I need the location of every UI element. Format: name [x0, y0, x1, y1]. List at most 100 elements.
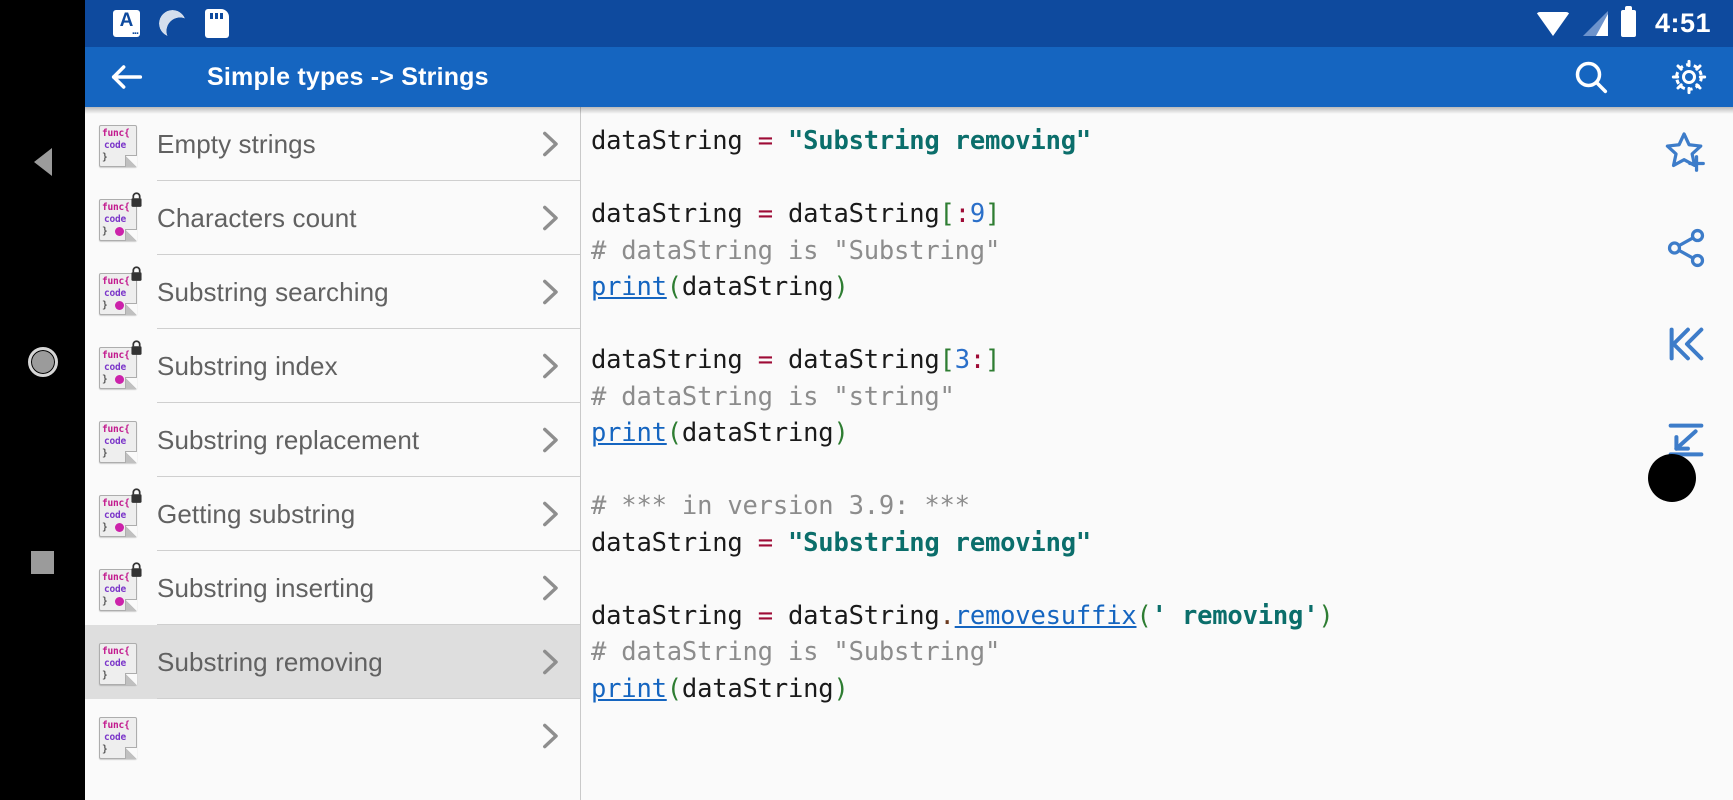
unlocked-dot-icon — [115, 375, 124, 384]
list-item-label: Substring index — [157, 350, 338, 381]
status-bar-left-icons: A — [113, 9, 229, 42]
list-item[interactable]: func{code}Substring inserting — [85, 551, 580, 625]
chevron-right-icon[interactable] — [532, 423, 566, 457]
code-block: dataString = "Substring removing" dataSt… — [591, 123, 1733, 707]
list-item-label: Substring searching — [157, 276, 389, 307]
list-separator — [157, 328, 580, 329]
code-token-str: "Substring removing" — [788, 527, 1092, 558]
android-navigation-bar — [0, 0, 85, 800]
sync-icon — [159, 10, 186, 37]
code-snippet-icon: func{code} — [99, 121, 139, 167]
code-token-fn[interactable]: print — [591, 673, 667, 704]
lock-icon — [131, 192, 142, 207]
list-item[interactable]: func{code} Substring removing — [85, 625, 580, 699]
wifi-icon — [1535, 11, 1570, 36]
chevron-right-icon[interactable] — [532, 719, 566, 753]
code-token-op: : — [969, 345, 985, 375]
app-bar: Simple types -> Strings — [85, 47, 1733, 107]
code-snippet-icon: func{code} — [99, 639, 139, 685]
keyboard-input-icon: A — [113, 10, 140, 42]
code-token-brk: ) — [1318, 600, 1334, 631]
code-token-op: : — [954, 199, 970, 229]
unlocked-dot-icon — [115, 523, 124, 532]
nav-back-button[interactable] — [0, 132, 85, 192]
nav-recents-button[interactable] — [0, 532, 85, 592]
code-token-plain: dataString — [681, 418, 834, 448]
status-bar-clock: 4:51 — [1654, 8, 1711, 38]
code-token-plain: dataString — [772, 199, 940, 229]
code-token-plain: dataString — [591, 126, 758, 156]
phone-screen: A 4:51 Simple types -> Strings — [85, 0, 1733, 800]
list-separator — [157, 402, 580, 403]
list-item[interactable]: func{code}Characters count — [85, 181, 580, 255]
code-token-plain — [773, 126, 788, 156]
list-separator — [157, 624, 580, 625]
code-token-op: = — [757, 126, 773, 156]
action-rail — [1639, 107, 1733, 800]
list-item[interactable]: func{code}Getting substring — [85, 477, 580, 551]
list-item[interactable]: func{code}Substring replacement — [85, 403, 580, 477]
code-token-num: 3 — [954, 345, 970, 375]
code-token-cmt: # *** in version 3.9: *** — [591, 491, 970, 521]
list-item[interactable]: func{code}Empty strings — [85, 107, 580, 181]
code-token-dot: . — [939, 600, 955, 631]
skip-to-start-icon[interactable] — [1663, 321, 1709, 367]
gear-icon[interactable] — [1669, 57, 1709, 97]
chevron-right-icon[interactable] — [532, 497, 566, 531]
chevron-right-icon[interactable] — [532, 349, 566, 383]
code-token-brk: ] — [985, 345, 1001, 375]
code-token-op: = — [757, 199, 773, 229]
sd-card-icon — [205, 9, 229, 38]
code-snippet-icon: func{code} — [99, 562, 142, 611]
code-token-brk: ) — [833, 272, 849, 302]
lock-icon — [131, 488, 142, 503]
code-token-op: = — [757, 345, 773, 375]
code-token-plain: dataString — [772, 600, 940, 631]
code-viewer[interactable]: dataString = "Substring removing" dataSt… — [581, 107, 1733, 800]
code-token-brk: ( — [666, 673, 682, 704]
app-bar-actions — [1571, 57, 1709, 97]
nav-home-button[interactable] — [0, 332, 85, 392]
back-triangle-icon — [33, 148, 52, 176]
code-token-brk: ] — [985, 199, 1001, 229]
list-item-label: Substring removing — [157, 646, 383, 677]
code-token-fn[interactable]: print — [591, 418, 667, 448]
unlocked-dot-icon — [115, 301, 124, 310]
code-snippet-icon: func{code} — [99, 192, 142, 241]
page-title: Simple types -> Strings — [207, 62, 489, 91]
code-token-fn[interactable]: removesuffix — [954, 600, 1137, 631]
code-token-num: 9 — [969, 199, 985, 229]
lock-icon — [131, 266, 142, 281]
code-snippet-icon: func{code} — [99, 713, 139, 759]
code-token-brk: ( — [1136, 600, 1152, 631]
chevron-right-icon[interactable] — [532, 201, 566, 235]
status-bar-right-icons: 4:51 — [1535, 6, 1711, 39]
code-token-str: ' removing' — [1151, 600, 1319, 631]
chevron-right-icon[interactable] — [532, 645, 566, 679]
code-token-brk: ) — [833, 673, 849, 704]
code-snippet-icon: func{code} — [99, 340, 142, 389]
code-token-fn[interactable]: print — [591, 272, 667, 302]
unlocked-dot-icon — [115, 227, 124, 236]
list-separator — [157, 254, 580, 255]
chevron-right-icon[interactable] — [532, 127, 566, 161]
chevron-right-icon[interactable] — [532, 571, 566, 605]
code-token-str: "Substring removing" — [788, 126, 1092, 156]
code-token-plain: dataString — [681, 673, 834, 704]
code-snippet-icon: func{code} — [99, 488, 142, 537]
list-item[interactable]: func{code} — [85, 699, 580, 773]
code-token-plain: dataString — [591, 345, 758, 375]
arrow-back-icon[interactable] — [107, 57, 147, 97]
share-icon[interactable] — [1663, 225, 1709, 271]
list-item[interactable]: func{code}Substring searching — [85, 255, 580, 329]
code-token-plain: dataString — [681, 272, 834, 302]
list-item[interactable]: func{code} Substring index — [85, 329, 580, 403]
search-icon[interactable] — [1571, 57, 1611, 97]
chevron-right-icon[interactable] — [532, 275, 566, 309]
status-bar: A 4:51 — [85, 0, 1733, 47]
list-separator — [157, 698, 580, 699]
code-token-cmt: # dataString is "Substring" — [591, 235, 1001, 266]
star-add-icon[interactable] — [1663, 129, 1709, 175]
